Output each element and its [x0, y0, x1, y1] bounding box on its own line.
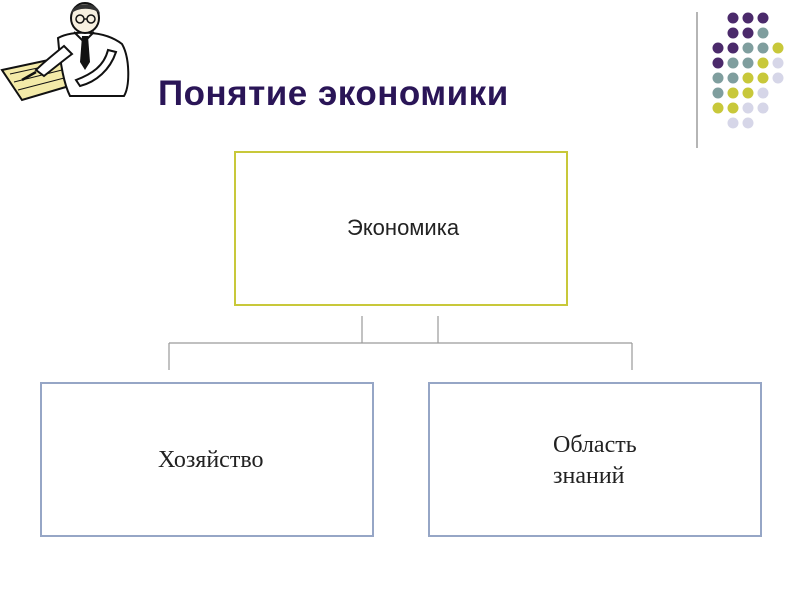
decorative-dot	[772, 72, 784, 84]
decorative-dot	[712, 57, 724, 69]
decorative-dot	[712, 102, 724, 114]
decorative-dot	[742, 72, 754, 84]
decorative-dot	[727, 57, 739, 69]
decorative-dot	[772, 42, 784, 54]
decorative-dot	[727, 12, 739, 24]
node-household	[40, 382, 374, 537]
decorative-dot	[742, 102, 754, 114]
decorative-dot	[742, 57, 754, 69]
writing-man-icon	[0, 2, 130, 102]
node-household-label: Хозяйство	[158, 447, 264, 473]
decorative-dot	[757, 72, 769, 84]
decorative-dot	[712, 42, 724, 54]
node-economy	[234, 151, 568, 306]
decorative-dot	[742, 27, 754, 39]
decorative-divider	[696, 12, 698, 148]
decorative-dot	[742, 42, 754, 54]
dot-grid-icon	[712, 12, 784, 129]
decorative-dot	[757, 27, 769, 39]
decorative-dot	[757, 42, 769, 54]
node-field-of-knowledge-label: Область знаний	[553, 432, 637, 489]
decorative-dot	[742, 117, 754, 129]
node-field-of-knowledge	[428, 382, 762, 537]
decorative-dot	[757, 102, 769, 114]
decorative-dot	[742, 87, 754, 99]
decorative-dot	[727, 72, 739, 84]
decorative-dot	[727, 102, 739, 114]
page-title: Понятие экономики	[158, 74, 509, 113]
decorative-dot	[712, 72, 724, 84]
decorative-dot	[772, 57, 784, 69]
decorative-dot	[757, 87, 769, 99]
decorative-dot	[757, 57, 769, 69]
decorative-dot	[727, 87, 739, 99]
decorative-dot	[727, 27, 739, 39]
node-economy-label: Экономика	[347, 215, 460, 240]
decorative-dot	[712, 87, 724, 99]
decorative-dot	[742, 12, 754, 24]
decorative-dot	[727, 42, 739, 54]
decorative-dot	[727, 117, 739, 129]
decorative-dot	[757, 12, 769, 24]
